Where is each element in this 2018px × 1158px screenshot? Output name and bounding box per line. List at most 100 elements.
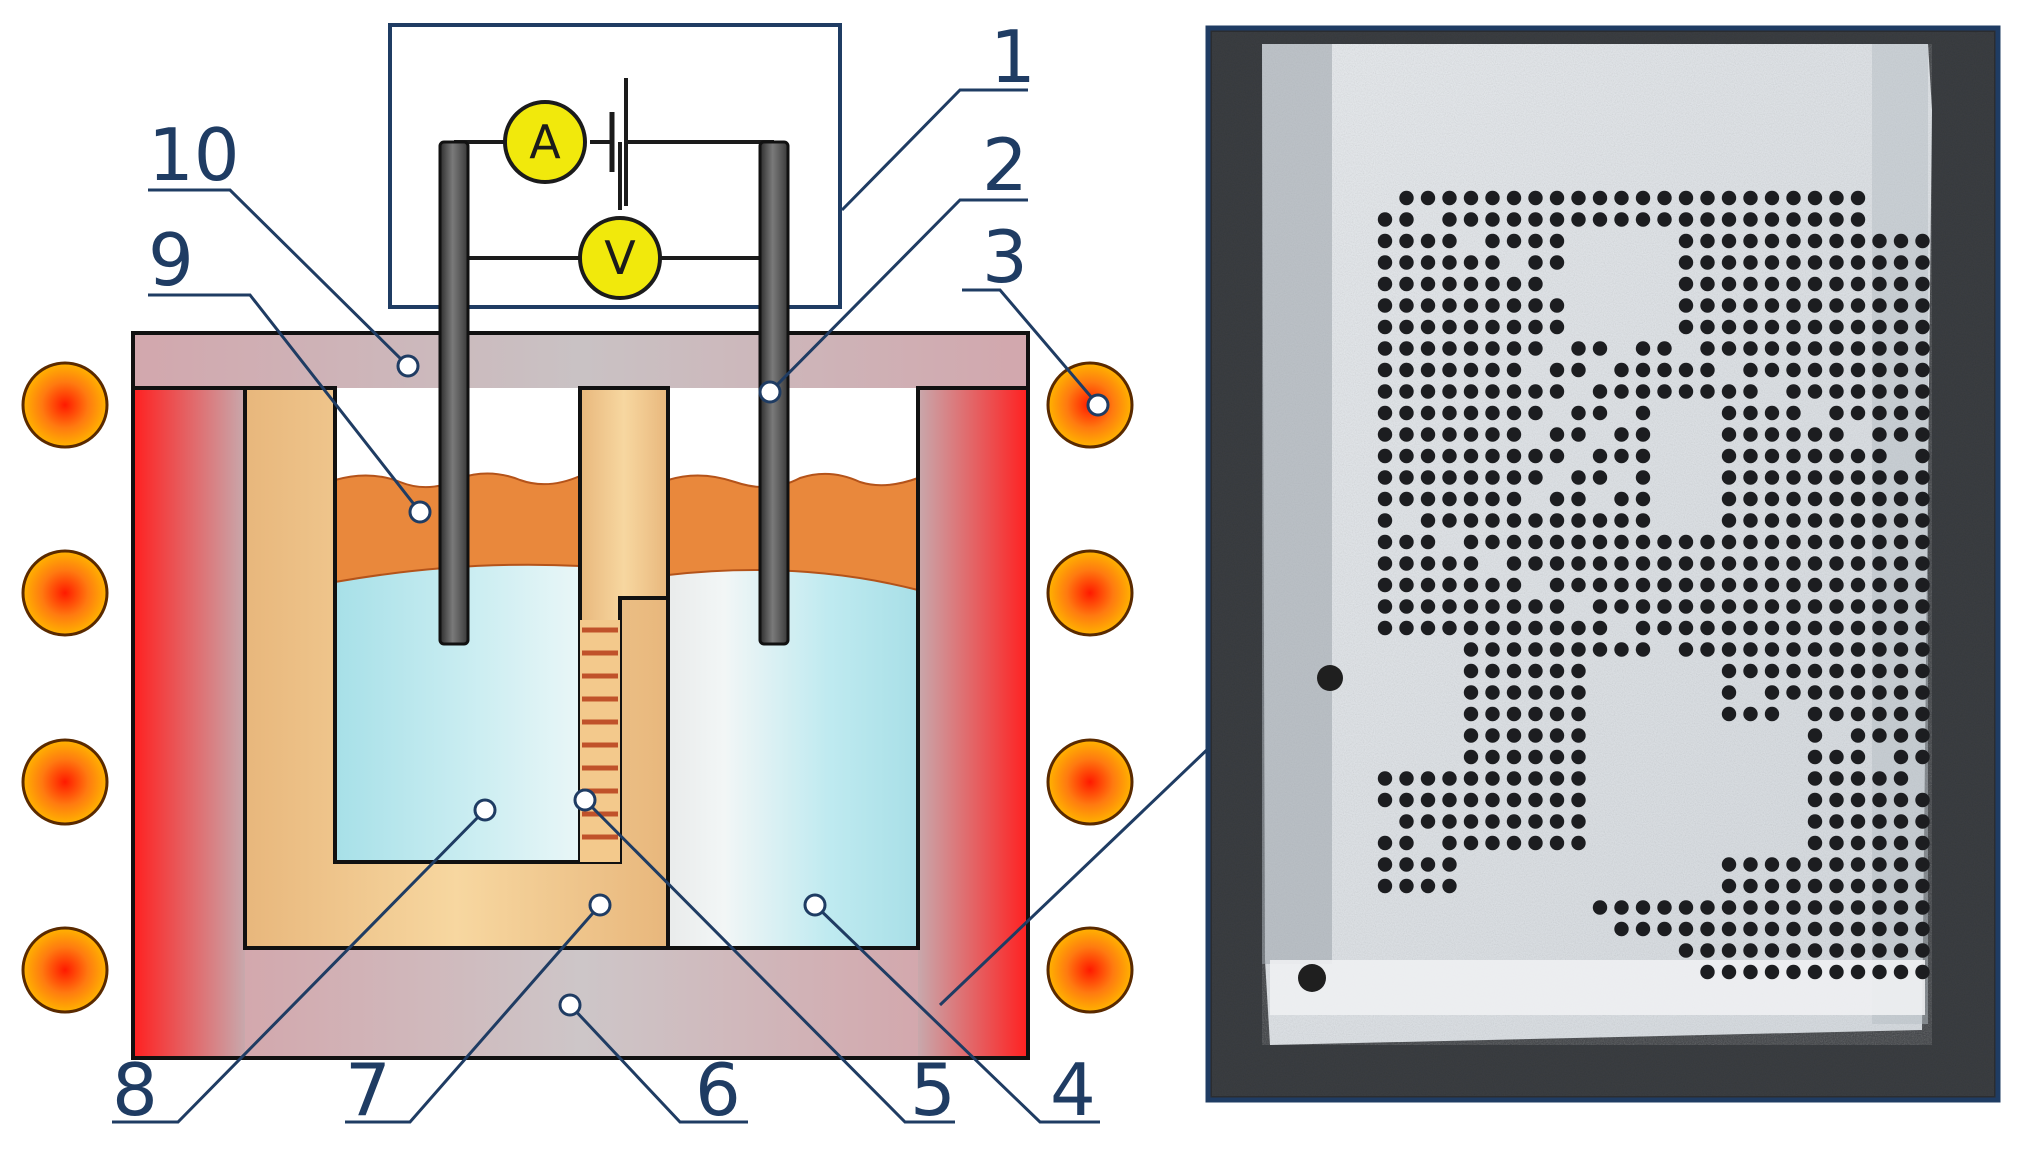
hole: [1915, 427, 1930, 442]
hole: [1850, 190, 1866, 206]
hole: [1915, 835, 1930, 851]
hole: [1764, 685, 1780, 700]
hole: [1807, 642, 1823, 657]
hole: [1528, 212, 1543, 227]
hole: [1743, 857, 1758, 872]
hole: [1506, 534, 1522, 550]
hole: [1485, 749, 1500, 765]
hole: [1549, 556, 1565, 571]
hole: [1442, 577, 1457, 593]
hole: [1893, 556, 1909, 571]
hole: [1829, 814, 1844, 829]
hole: [1678, 943, 1694, 958]
hole: [1893, 513, 1909, 528]
hole: [1614, 362, 1629, 378]
hole: [1786, 384, 1801, 399]
hole: [1915, 921, 1930, 937]
callout-2: 2: [982, 123, 1028, 207]
hole: [1506, 663, 1522, 679]
hole: [1399, 814, 1414, 829]
hole: [1399, 857, 1414, 872]
hole: [1657, 900, 1672, 915]
callout-1: 1: [990, 15, 1036, 99]
hole: [1485, 212, 1500, 227]
hole: [1485, 233, 1500, 249]
hole: [1700, 534, 1715, 550]
hole: [1700, 620, 1715, 636]
hole: [1786, 620, 1801, 636]
hole: [1829, 577, 1844, 593]
hole: [1743, 255, 1758, 270]
hole: [1614, 448, 1629, 464]
hole: [1807, 620, 1823, 636]
hole: [1850, 405, 1866, 421]
hole: [1592, 620, 1608, 636]
hole: [1506, 642, 1522, 657]
right-compartment-outline: [666, 388, 920, 950]
hole: [1377, 835, 1393, 851]
hole: [1377, 534, 1393, 550]
hole: [1571, 706, 1586, 722]
hole: [1807, 362, 1823, 378]
hole: [1657, 190, 1672, 206]
hole: [1786, 298, 1801, 313]
hole: [1850, 728, 1866, 743]
hole: [1399, 556, 1414, 571]
hole: [1420, 878, 1436, 894]
hole: [1764, 964, 1780, 980]
hole: [1700, 255, 1715, 270]
hole: [1592, 384, 1608, 399]
hole: [1549, 384, 1565, 399]
hole: [1786, 341, 1801, 356]
hole: [1399, 577, 1414, 593]
hole: [1786, 921, 1801, 937]
hole: [1506, 276, 1522, 292]
hole: [1463, 190, 1479, 206]
hole: [1420, 577, 1436, 593]
hole: [1893, 319, 1909, 335]
hole: [1506, 341, 1522, 356]
hole: [1743, 491, 1758, 507]
hole: [1592, 341, 1608, 356]
hole: [1850, 255, 1866, 270]
hole: [1506, 470, 1522, 485]
hole: [1915, 792, 1930, 808]
hole: [1829, 857, 1844, 872]
hole: [1592, 448, 1608, 464]
hole: [1592, 599, 1608, 614]
hole: [1893, 857, 1909, 872]
hole: [1399, 341, 1414, 356]
hole: [1893, 341, 1909, 356]
hole: [1506, 835, 1522, 851]
hole: [1549, 663, 1565, 679]
hole: [1743, 556, 1758, 571]
hole: [1829, 427, 1844, 442]
hole: [1829, 642, 1844, 657]
hole: [1420, 190, 1436, 206]
voltmeter: V: [578, 216, 662, 300]
hole: [1829, 706, 1844, 722]
hole: [1463, 620, 1479, 636]
hole: [1764, 362, 1780, 378]
hole: [1463, 491, 1479, 507]
hole: [1915, 943, 1930, 958]
hole: [1571, 728, 1586, 743]
hole: [1807, 663, 1823, 679]
hole: [1442, 513, 1457, 528]
hole: [1463, 427, 1479, 442]
hole: [1721, 642, 1737, 657]
hole: [1743, 642, 1758, 657]
hole: [1377, 384, 1393, 399]
hole: [1829, 384, 1844, 399]
hole: [1915, 706, 1930, 722]
hole: [1442, 771, 1457, 786]
hole: [1614, 513, 1629, 528]
hole: [1528, 190, 1543, 206]
hole: [1506, 814, 1522, 829]
hole: [1442, 341, 1457, 356]
hole: [1700, 341, 1715, 356]
hole: [1549, 620, 1565, 636]
hole: [1872, 663, 1887, 679]
hole: [1786, 964, 1801, 980]
